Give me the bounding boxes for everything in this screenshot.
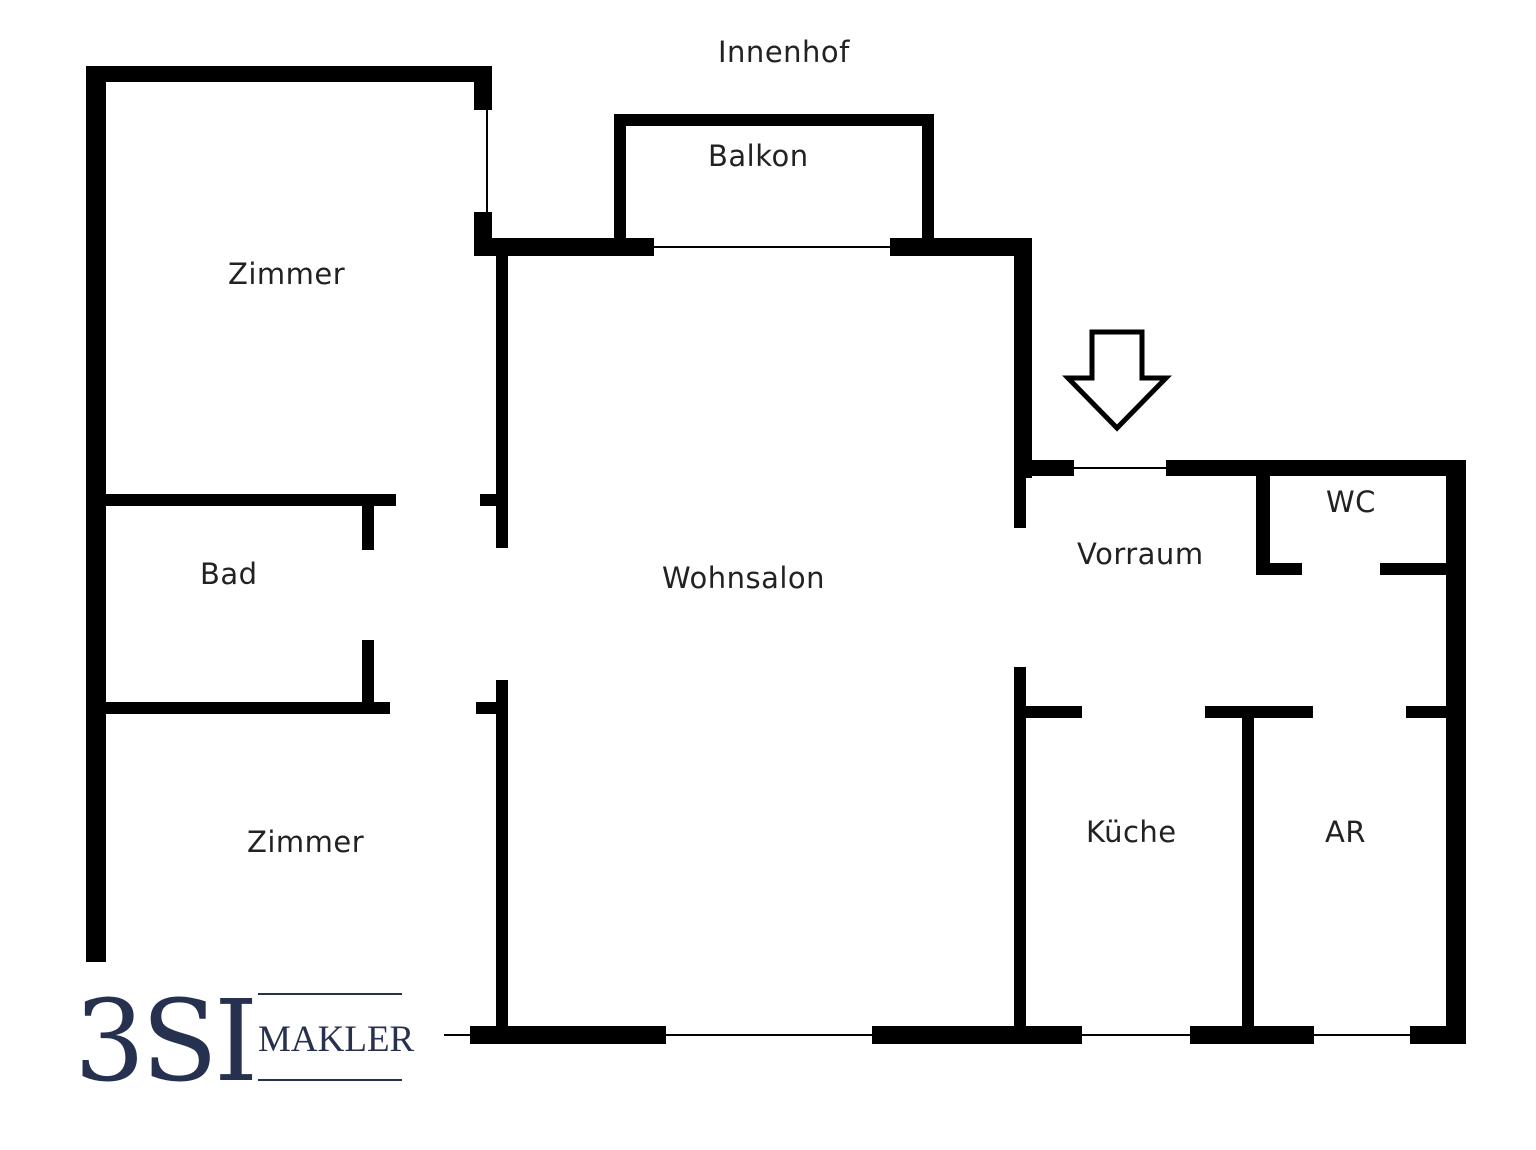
wall-wc-bottom-right <box>1380 563 1450 575</box>
walls <box>86 66 1466 1044</box>
wall-balcony-top <box>614 114 934 126</box>
wall-balcony-left <box>614 114 626 244</box>
label-innenhof: Innenhof <box>718 35 850 69</box>
wall-bad-bottom <box>100 702 390 714</box>
wall-top-left <box>86 66 492 82</box>
wall-outer-right <box>1446 460 1466 1044</box>
wall-east-upper <box>1014 238 1032 478</box>
wall-south-segment-4 <box>1410 1026 1466 1044</box>
logo-word: MAKLER <box>258 1019 415 1060</box>
wall-bad-top-stub <box>362 494 374 550</box>
label-vorraum: Vorraum <box>1077 537 1204 571</box>
wall-salon-west-stub-upper <box>480 494 508 506</box>
wall-north-segment-1 <box>474 238 654 256</box>
wall-vorraum-west-upper <box>1014 470 1026 528</box>
label-balkon: Balkon <box>708 139 809 173</box>
wall-ar-top-right <box>1406 706 1450 718</box>
label-kueche: Küche <box>1086 815 1177 849</box>
label-wc: WC <box>1326 485 1376 519</box>
wall-outer-left <box>86 66 106 962</box>
wall-vorraum-west-lower <box>1014 667 1026 1039</box>
wall-south-segment-3 <box>1190 1026 1314 1044</box>
windows <box>444 110 1410 1036</box>
wall-south-segment-1 <box>470 1026 666 1044</box>
wall-north-segment-2 <box>890 238 1030 256</box>
wall-salon-west-stub-lower <box>476 702 508 714</box>
label-zimmer-bottom: Zimmer <box>247 825 364 859</box>
wall-ar-top <box>1205 706 1313 718</box>
label-wohnsalon: Wohnsalon <box>662 561 825 595</box>
wall-salon-west-upper <box>496 256 508 548</box>
label-ar: AR <box>1325 815 1366 849</box>
wall-bad-top <box>100 494 396 506</box>
label-bad: Bad <box>200 557 258 591</box>
entrance-arrow-icon <box>1062 329 1172 432</box>
wall-entrance-left <box>1014 460 1074 476</box>
wall-wc-bottom-left <box>1256 563 1302 575</box>
wall-balcony-right <box>922 114 934 244</box>
wall-south-segment-2 <box>872 1026 1082 1044</box>
brand-logo: 3SI MAKLER <box>74 977 415 1107</box>
wall-wc-left <box>1256 460 1270 574</box>
wall-bad-bottom-stub <box>362 640 374 712</box>
wall-kitchen-top <box>1014 706 1082 718</box>
logo-mark: 3SI <box>74 977 254 1107</box>
wall-entrance-right <box>1166 460 1466 476</box>
wall-salon-west-lower <box>496 680 508 1036</box>
wall-kitchen-ar-divider <box>1242 706 1254 1036</box>
label-zimmer-top: Zimmer <box>228 257 345 291</box>
wall-top-left-stub <box>474 66 492 110</box>
